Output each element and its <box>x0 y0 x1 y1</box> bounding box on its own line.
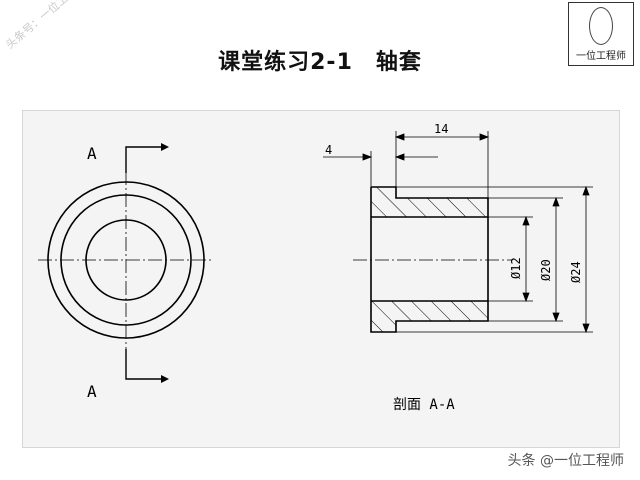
engineering-drawing: A A 14 <box>38 122 593 413</box>
cutting-plane-arrows <box>161 143 169 383</box>
dim-d24-text: Ø24 <box>569 261 583 283</box>
dim-flange <box>323 151 438 187</box>
section-label-bottom: A <box>87 382 97 401</box>
dim-length-text: 14 <box>434 122 448 136</box>
cutting-plane <box>125 146 161 380</box>
dim-diameters <box>396 185 593 334</box>
dim-flange-text: 4 <box>325 143 332 157</box>
section-view <box>353 186 513 333</box>
dim-d12-text: Ø12 <box>509 257 523 279</box>
logo-emblem-icon <box>589 7 613 45</box>
footer-credit: 头条 @一位工程师 <box>507 453 624 469</box>
drawing-panel: A A 14 <box>22 110 620 448</box>
front-view-centerlines <box>38 171 214 351</box>
page-title: 课堂练习2-1 轴套 <box>218 50 422 75</box>
dim-length <box>394 131 490 198</box>
logo: 一位工程师 <box>568 2 634 66</box>
logo-text: 一位工程师 <box>576 51 626 62</box>
section-caption: 剖面 A-A <box>393 397 455 413</box>
section-label-top: A <box>87 144 97 163</box>
dim-d20-text: Ø20 <box>539 259 553 281</box>
